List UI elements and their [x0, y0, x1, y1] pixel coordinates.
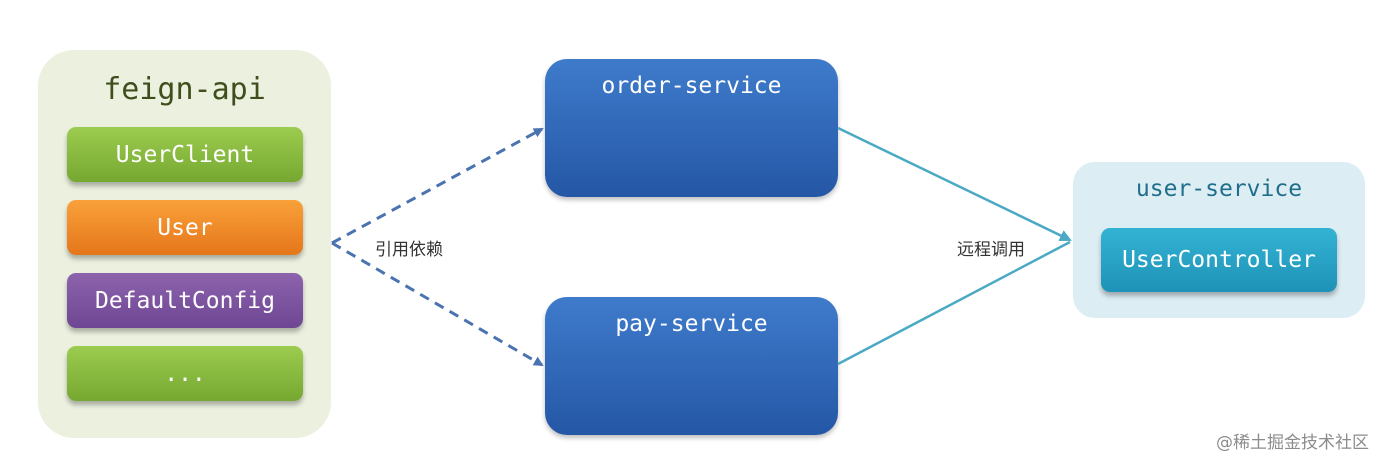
user-controller-box: UserController: [1101, 228, 1337, 292]
user-service-title: user-service: [1135, 176, 1303, 202]
feign-api-title: feign-api: [103, 72, 266, 107]
watermark: @稀土掘金技术社区: [1216, 433, 1369, 453]
ellipsis-box: ...: [67, 346, 303, 401]
dependency-arrow-pay: [331, 241, 544, 367]
order-service-box: order-service: [545, 59, 838, 197]
user-client-box: UserClient: [67, 127, 303, 182]
default-config-box: DefaultConfig: [67, 273, 303, 328]
remote-call-label: 远程调用: [957, 240, 1025, 260]
user-box: User: [67, 200, 303, 255]
dependency-arrow-order: [331, 127, 544, 245]
dependency-label: 引用依赖: [375, 240, 443, 260]
remote-call-arrow-order: [837, 126, 1072, 242]
remote-call-arrow-pay: [837, 240, 1071, 366]
pay-service-box: pay-service: [545, 297, 838, 435]
